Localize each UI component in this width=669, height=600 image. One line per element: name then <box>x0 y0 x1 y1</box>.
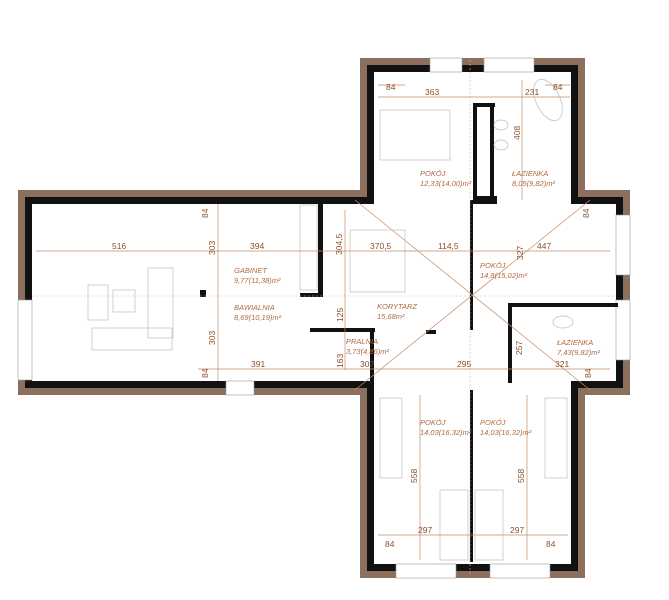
room-area: 3,73(4,86)m² <box>346 347 389 356</box>
dimension-label: 84 <box>200 208 210 218</box>
dimension-label: 307 <box>360 359 374 369</box>
room-area: 12,33(14,00)m² <box>420 179 472 188</box>
room-name: GABINET <box>234 266 268 275</box>
furniture <box>87 79 574 561</box>
interior-walls <box>200 103 618 562</box>
guide-lines <box>32 60 616 575</box>
windows <box>17 57 631 579</box>
dimension-label: 297 <box>418 525 432 535</box>
dimension-label: 327 <box>515 246 525 260</box>
room-name: ŁAZIENKA <box>557 338 593 347</box>
room-name: POKÓJ <box>420 169 446 178</box>
dimension-label: 297 <box>510 525 524 535</box>
room-name: PRALNIA <box>346 337 378 346</box>
room-name: KORYTARZ <box>377 302 417 311</box>
room-name: BAWIALNIA <box>234 303 275 312</box>
dimension-label: 391 <box>251 359 265 369</box>
dimension-label: 84 <box>386 82 396 92</box>
dimension-label: 304,5 <box>334 233 344 255</box>
dimension-labels: 84 363 231 84 408 516 84 303 394 304,5 370,5 114,5 3… <box>112 82 593 549</box>
dimension-label: 163 <box>335 354 345 368</box>
room-name: POKÓJ <box>480 261 506 270</box>
dimension-label: 84 <box>546 539 556 549</box>
room-area: 8,05(9,82)m² <box>512 179 555 188</box>
room-area: 7,43(9,82)m² <box>557 348 600 357</box>
dimension-label: 84 <box>553 82 563 92</box>
dimension-label: 84 <box>583 368 593 378</box>
dimension-label: 303 <box>207 331 217 345</box>
room-area: 15,68m² <box>377 312 405 321</box>
dimension-label: 84 <box>385 539 395 549</box>
room-area: 14,03(16,32)m² <box>420 428 472 437</box>
room-area: 8,69(10,19)m² <box>234 313 282 322</box>
interior-floor <box>32 72 616 564</box>
dimension-label: 321 <box>555 359 569 369</box>
dimension-label: 84 <box>200 368 210 378</box>
room-name: POKÓJ <box>420 418 446 427</box>
dimension-label: 84 <box>581 208 591 218</box>
dimension-label: 558 <box>409 469 419 483</box>
dimension-label: 370,5 <box>370 241 392 251</box>
dimension-label: 231 <box>525 87 539 97</box>
dimension-label: 257 <box>514 341 524 355</box>
room-area: 9,77(11,38)m² <box>234 276 281 285</box>
dimension-label: 516 <box>112 241 126 251</box>
room-area: 14,03(16,32)m² <box>480 428 532 437</box>
dimension-label: 394 <box>250 241 264 251</box>
room-labels: POKÓJ12,33(14,00)m²ŁAZIENKA8,05(9,82)m²G… <box>234 169 600 437</box>
room-name: POKÓJ <box>480 418 506 427</box>
dimension-label: 558 <box>516 469 526 483</box>
dimension-label: 363 <box>425 87 439 97</box>
dimension-label: 447 <box>537 241 551 251</box>
dimension-label: 303 <box>207 241 217 255</box>
dimension-label: 114,5 <box>438 241 459 251</box>
room-name: ŁAZIENKA <box>512 169 548 178</box>
dimension-label: 295 <box>457 359 471 369</box>
dimension-label: 125 <box>335 308 345 322</box>
room-area: 14,8(15,02)m² <box>480 271 528 280</box>
dimension-label: 408 <box>512 126 522 140</box>
